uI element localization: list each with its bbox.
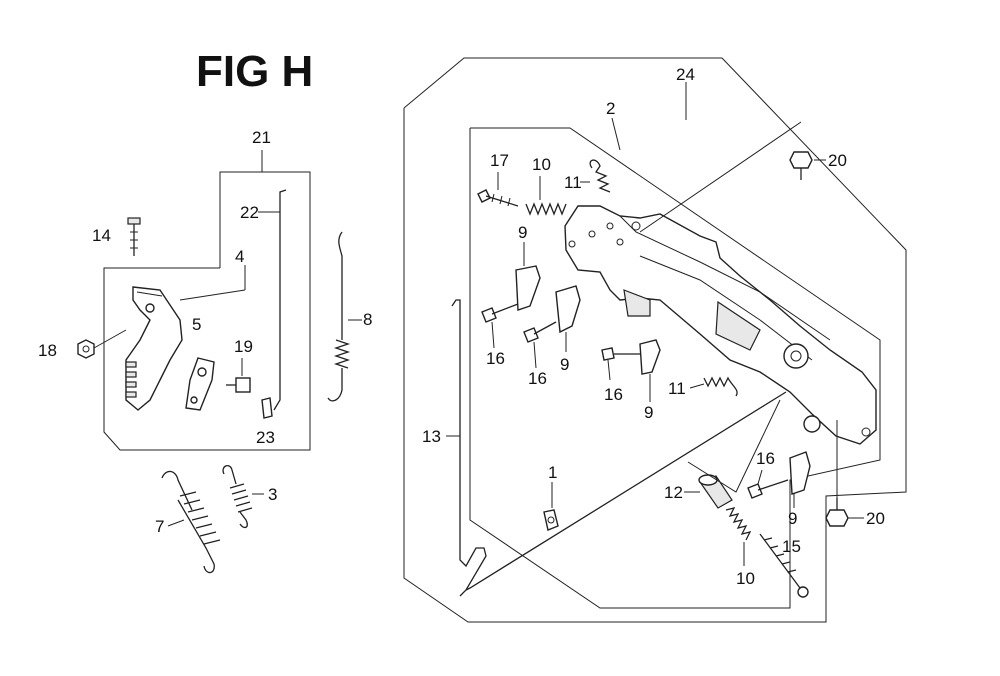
callout-5: 5 bbox=[192, 315, 201, 334]
bolt-part-16-c bbox=[601, 347, 640, 361]
callout-14: 14 bbox=[92, 226, 111, 245]
callout-12: 12 bbox=[664, 483, 683, 502]
nut-part-18 bbox=[77, 339, 95, 359]
callout-9-a: 9 bbox=[518, 223, 527, 242]
bracket-part-9-d bbox=[789, 451, 811, 495]
rod-part-22 bbox=[273, 189, 287, 411]
callout-9-d: 9 bbox=[788, 509, 797, 528]
clip-part-23 bbox=[261, 397, 273, 419]
lever-part-5 bbox=[185, 357, 215, 411]
callout-9-c: 9 bbox=[644, 403, 653, 422]
bolt-part-20-bottom bbox=[825, 498, 849, 527]
figure-title: FIG H bbox=[196, 47, 313, 96]
callout-3: 3 bbox=[268, 485, 277, 504]
right-assembly bbox=[403, 57, 907, 623]
callout-10-bottom: 10 bbox=[736, 569, 755, 588]
screw-part-15 bbox=[759, 533, 809, 598]
spring-part-3 bbox=[222, 465, 253, 529]
callout-16-d: 16 bbox=[756, 449, 775, 468]
callout-20-top: 20 bbox=[828, 151, 847, 170]
spring-part-8 bbox=[327, 231, 351, 402]
sleeve-part-12 bbox=[698, 474, 733, 509]
callout-8: 8 bbox=[363, 310, 372, 329]
bolt-part-20-top bbox=[789, 151, 813, 180]
callout-24: 24 bbox=[676, 65, 695, 84]
bolt-part-17 bbox=[477, 189, 519, 207]
callout-9-b: 9 bbox=[560, 355, 569, 374]
bracket-part-9-b bbox=[555, 285, 581, 334]
callout-15: 15 bbox=[782, 537, 801, 556]
callout-17: 17 bbox=[490, 151, 509, 170]
bolt-part-19 bbox=[226, 377, 251, 393]
bracket-part-9-a bbox=[515, 265, 541, 311]
collar-part-1 bbox=[543, 509, 559, 531]
spring-part-7 bbox=[161, 470, 221, 574]
callout-4: 4 bbox=[235, 247, 244, 266]
callout-11-bottom: 11 bbox=[668, 379, 686, 398]
callout-21: 21 bbox=[252, 128, 271, 147]
callout-20-bottom: 20 bbox=[866, 509, 885, 528]
group-21-outline bbox=[103, 171, 311, 451]
bolt-part-16-a bbox=[481, 303, 519, 323]
callout-16-c: 16 bbox=[604, 385, 623, 404]
callout-23: 23 bbox=[256, 428, 275, 447]
callout-labels: 21 22 14 4 8 5 18 19 23 3 7 24 2 17 10 1… bbox=[38, 65, 885, 588]
callout-16-a: 16 bbox=[486, 349, 505, 368]
callout-22: 22 bbox=[240, 203, 259, 222]
callout-10-top: 10 bbox=[532, 155, 551, 174]
callout-19: 19 bbox=[234, 337, 253, 356]
bolt-part-16-b bbox=[523, 321, 557, 343]
callout-18: 18 bbox=[38, 341, 57, 360]
spring-part-10-top bbox=[525, 202, 567, 216]
spring-part-11-bottom bbox=[703, 376, 738, 397]
bolt-part-16-d bbox=[747, 479, 789, 499]
control-bracket-part-4 bbox=[125, 286, 183, 411]
callout-11-top: 11 bbox=[564, 173, 582, 192]
group-24-outline bbox=[403, 57, 907, 623]
left-assembly bbox=[77, 150, 362, 574]
callout-13: 13 bbox=[422, 427, 441, 446]
bracket-part-9-c bbox=[639, 339, 661, 375]
group-2-outline bbox=[469, 127, 881, 609]
rod-part-13 bbox=[451, 299, 487, 597]
callout-1: 1 bbox=[548, 463, 557, 482]
callout-2: 2 bbox=[606, 99, 615, 118]
callout-7: 7 bbox=[155, 517, 164, 536]
spring-part-11-top bbox=[589, 159, 611, 193]
callout-16-b: 16 bbox=[528, 369, 547, 388]
screw-part-14 bbox=[127, 217, 141, 256]
spring-part-10-bottom bbox=[725, 507, 752, 541]
